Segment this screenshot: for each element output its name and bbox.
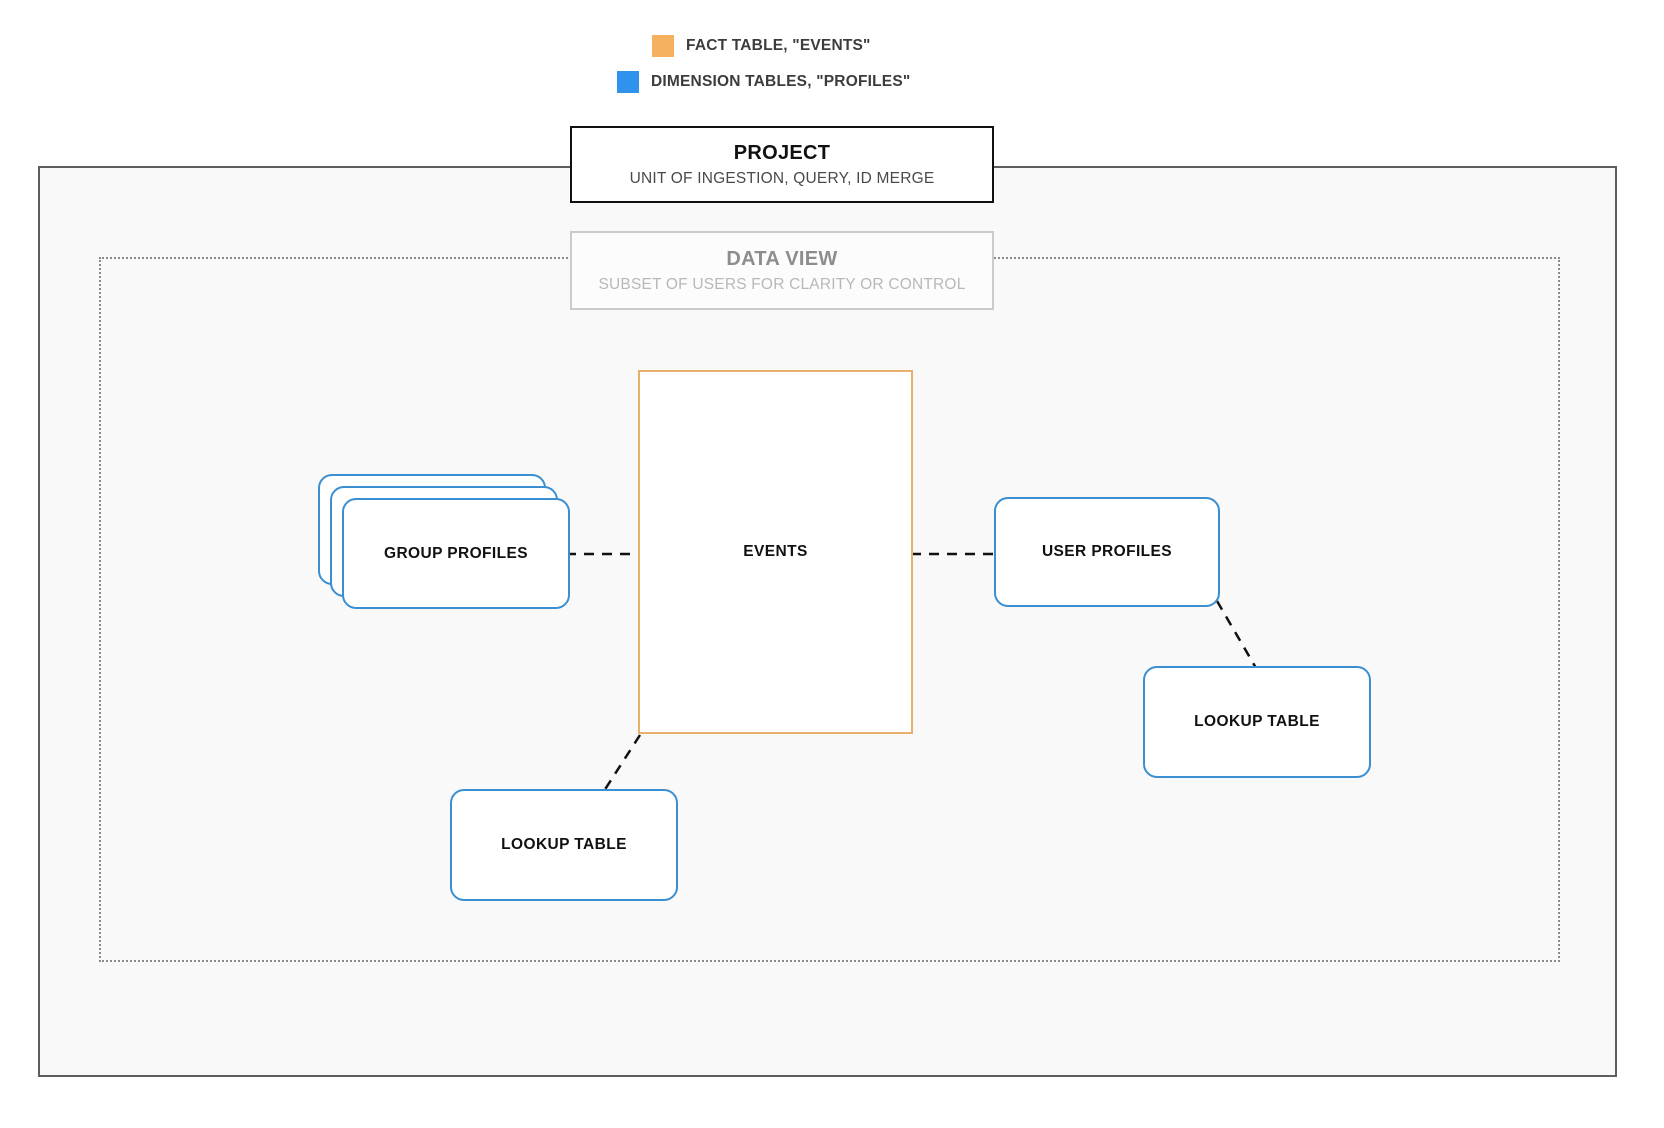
node-lookup-table-right[interactable]: LOOKUP TABLE: [1143, 666, 1371, 778]
project-header-box: PROJECT UNIT OF INGESTION, QUERY, ID MER…: [570, 126, 994, 203]
node-group-profiles[interactable]: GROUP PROFILES: [318, 474, 570, 609]
node-user-profiles[interactable]: USER PROFILES: [994, 497, 1220, 607]
legend-item-fact-table: FACT TABLE, "EVENTS": [652, 35, 871, 57]
data-view-header-box: DATA VIEW SUBSET OF USERS FOR CLARITY OR…: [570, 231, 994, 310]
legend-item-dimension-tables: DIMENSION TABLES, "PROFILES": [617, 71, 910, 93]
legend-label-fact-table: FACT TABLE, "EVENTS": [686, 37, 871, 54]
legend-label-dimension-tables: DIMENSION TABLES, "PROFILES": [651, 73, 911, 90]
node-label-lookup-table-right: LOOKUP TABLE: [1194, 713, 1320, 730]
data-view-subtitle: SUBSET OF USERS FOR CLARITY OR CONTROL: [598, 275, 966, 293]
data-view-title: DATA VIEW: [726, 247, 838, 270]
project-subtitle: UNIT OF INGESTION, QUERY, ID MERGE: [629, 169, 935, 187]
node-lookup-table-left[interactable]: LOOKUP TABLE: [450, 789, 678, 901]
node-label-group-profiles: GROUP PROFILES: [384, 544, 528, 562]
group-profiles-stack-card-front[interactable]: GROUP PROFILES: [342, 498, 570, 609]
blue-square-swatch-icon: [617, 71, 639, 93]
orange-square-swatch-icon: [652, 35, 674, 57]
node-events[interactable]: EVENTS: [638, 370, 913, 734]
node-label-events: EVENTS: [743, 543, 808, 560]
project-title: PROJECT: [733, 141, 831, 164]
node-label-lookup-table-left: LOOKUP TABLE: [501, 836, 627, 853]
node-label-user-profiles: USER PROFILES: [1041, 543, 1173, 560]
